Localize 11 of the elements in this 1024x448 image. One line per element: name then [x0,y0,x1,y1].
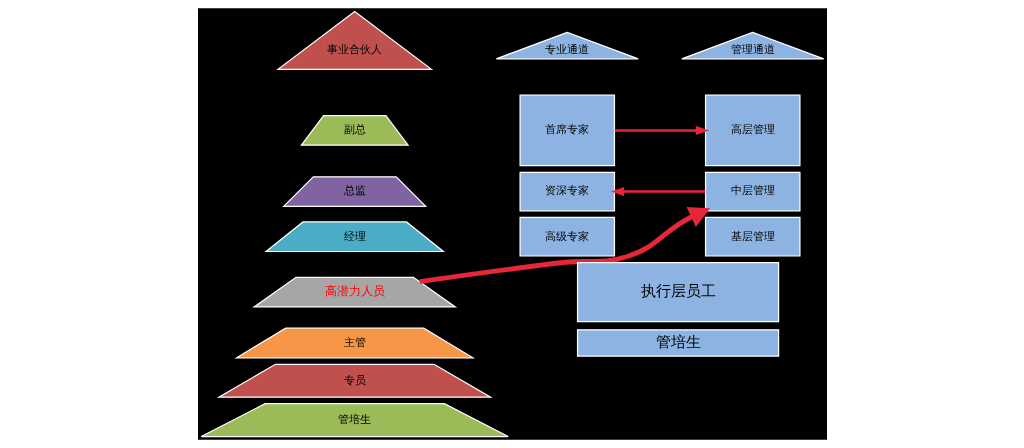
arrow [610,186,705,197]
arrow [614,125,709,136]
node-box: 首席专家 [518,94,615,167]
node-box: 资深专家 [518,171,615,212]
node-box: 执行层员工 [576,261,779,323]
node-box: 高层管理 [704,94,801,167]
node-box: 基层管理 [704,216,801,257]
arrow [418,207,710,285]
node-box: 中层管理 [704,171,801,212]
node-box: 高级专家 [518,216,615,257]
node-box: 管培生 [576,329,779,357]
